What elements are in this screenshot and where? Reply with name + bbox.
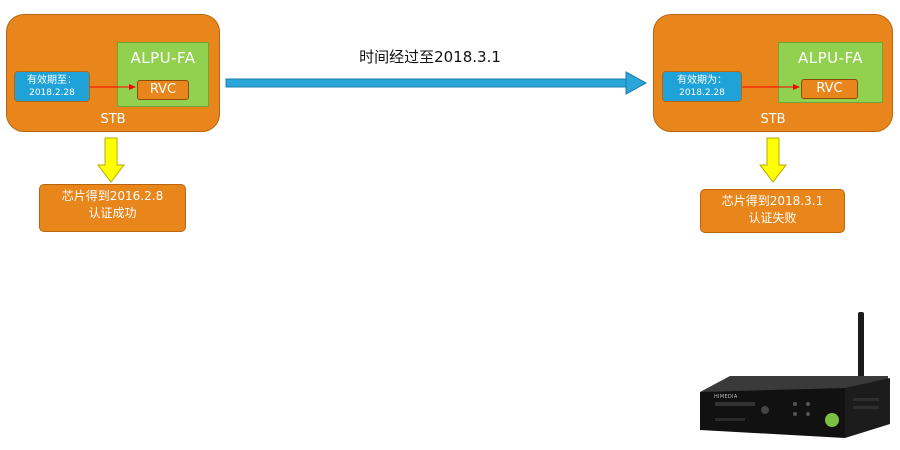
result-box-right: 芯片得到2018.3.1 认证失败: [700, 189, 845, 233]
red-link-arrow-left: [90, 84, 136, 90]
stb-label: STB: [760, 112, 786, 127]
result-line2: 认证成功: [88, 206, 137, 220]
expiry-label: 有效期为：: [677, 75, 727, 86]
expiry-label: 有效期至：: [27, 75, 77, 86]
expiry-date: 2018.2.28: [679, 88, 725, 98]
result-line2: 认证失败: [748, 211, 797, 225]
expiry-date: 2018.2.28: [29, 88, 75, 98]
settop-box-illustration: [700, 312, 890, 438]
chip-label: ALPU-FA: [797, 49, 864, 67]
rvc-box-right: RVC: [801, 79, 858, 99]
stb-label: STB: [100, 112, 126, 127]
device-brand-text: HIMEDIA: [714, 394, 738, 400]
down-arrow-left: [96, 137, 126, 183]
down-arrow-right: [758, 137, 788, 183]
timeline-caption: 时间经过至2018.3.1: [359, 48, 501, 66]
red-link-arrow-right: [742, 84, 800, 90]
rvc-box-left: RVC: [137, 80, 189, 100]
expiry-box-left: 有效期至： 2018.2.28: [14, 71, 90, 102]
chip-label: ALPU-FA: [130, 49, 196, 67]
result-line1: 芯片得到2016.2.8: [61, 189, 164, 203]
timeline-arrow: [225, 71, 648, 95]
result-box-left: 芯片得到2016.2.8 认证成功: [39, 184, 186, 232]
result-line1: 芯片得到2018.3.1: [721, 194, 824, 208]
expiry-box-right: 有效期为： 2018.2.28: [662, 71, 742, 102]
